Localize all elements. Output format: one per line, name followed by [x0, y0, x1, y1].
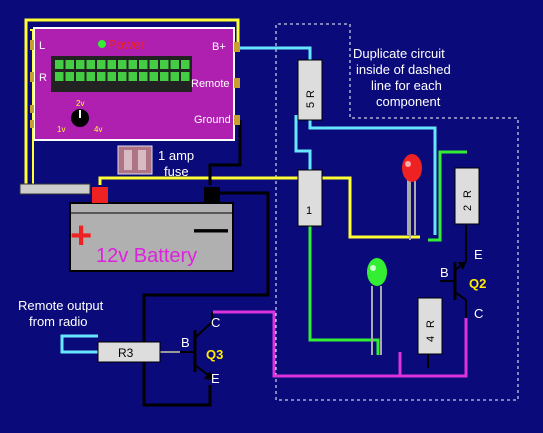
meter-segment [170, 60, 179, 69]
led-red [402, 154, 422, 235]
amp-power-label: Power [108, 37, 146, 52]
transistor-q3 [180, 312, 214, 380]
meter-segment [86, 72, 95, 81]
r2-number: 2 [462, 205, 474, 211]
r1-number: 1 [306, 205, 312, 217]
knob-label-2v: 2v [76, 99, 84, 108]
r4-number: 4 [425, 336, 437, 342]
q3-c-label: C [211, 315, 220, 330]
meter-segment [76, 60, 85, 69]
r2-prefix: R [462, 190, 474, 198]
fuse [117, 145, 153, 175]
meter-segment [76, 72, 85, 81]
amp-ground-label: Ground [194, 114, 231, 126]
transistor-q2 [440, 225, 467, 318]
meter-segment [97, 60, 106, 69]
q3-e-label: E [211, 371, 220, 386]
meter-segment [118, 60, 127, 69]
resistor-r2 [454, 167, 480, 225]
amp-remote-label: Remote [191, 78, 230, 90]
remote-output-line2: from radio [29, 314, 88, 329]
meter-segment [107, 60, 116, 69]
r5-number: 5 [305, 102, 317, 108]
q3-b-label: B [181, 335, 190, 350]
black-wire-battery-minus [142, 191, 270, 407]
knob-label-4v: 4v [94, 125, 102, 134]
power-led [98, 40, 106, 48]
battery [69, 187, 234, 272]
cyan-wire-bplus [240, 46, 312, 60]
knob-label-1v: 1v [57, 125, 65, 134]
resistor-r4 [417, 297, 443, 355]
battery-plus-label: + [70, 215, 92, 257]
fuse-label-line1: 1 amp [158, 148, 194, 163]
meter-segment [149, 60, 158, 69]
green-wire-r1 [308, 225, 380, 355]
meter-segment [118, 72, 127, 81]
battery-negative-terminal [204, 187, 220, 203]
fuse-holder [19, 183, 91, 195]
black-wire-ground [208, 120, 242, 185]
meter-segment [160, 72, 169, 81]
resistor-r3 [97, 341, 161, 363]
meter-segment [149, 72, 158, 81]
meter-segment [55, 60, 64, 69]
q2-c-label: C [474, 306, 483, 321]
meter-segment [181, 60, 190, 69]
note-line4: component [376, 94, 441, 109]
meter-bars [55, 60, 190, 81]
q2-name-label: Q2 [469, 276, 486, 291]
note-line2: inside of dashed [356, 62, 451, 77]
cyan-wire-r5 [308, 120, 437, 235]
q2-b-label: B [440, 265, 449, 280]
battery-minus-label: — [194, 210, 228, 248]
resistor-r5 [297, 59, 323, 121]
meter-segment [128, 60, 137, 69]
battery-label: 12v Battery [96, 245, 197, 267]
r3-label: R3 [118, 346, 134, 360]
meter-segment [160, 60, 169, 69]
remote-output-line1: Remote output [18, 298, 104, 313]
meter-segment [139, 72, 148, 81]
amp-bplus-label: B+ [212, 41, 226, 53]
amp-left-label: L [39, 40, 45, 52]
resistor-r1 [297, 169, 323, 227]
led-green [367, 258, 387, 355]
q3-name-label: Q3 [206, 347, 223, 362]
meter-segment [181, 72, 190, 81]
yellow-wire-battery [98, 176, 420, 239]
meter-segment [170, 72, 179, 81]
note-line3: line for each [371, 78, 442, 93]
meter-segment [97, 72, 106, 81]
fuse-label-line2: fuse [164, 164, 189, 179]
meter-segment [128, 72, 137, 81]
meter-segment [55, 72, 64, 81]
cyan-wire-remote [60, 334, 115, 354]
green-wire-r2 [428, 150, 467, 242]
battery-positive-terminal [92, 187, 108, 203]
meter-segment [65, 72, 74, 81]
r5-prefix: R [305, 90, 317, 98]
meter-segment [107, 72, 116, 81]
meter-segment [86, 60, 95, 69]
meter-segment [139, 60, 148, 69]
note-line1: Duplicate circuit [353, 46, 445, 61]
r4-prefix: R [425, 320, 437, 328]
q2-e-label: E [474, 247, 483, 262]
amp-right-label: R [39, 72, 47, 84]
cyan-wire-r1 [294, 115, 312, 170]
magenta-wire [213, 310, 468, 378]
meter-segment [65, 60, 74, 69]
